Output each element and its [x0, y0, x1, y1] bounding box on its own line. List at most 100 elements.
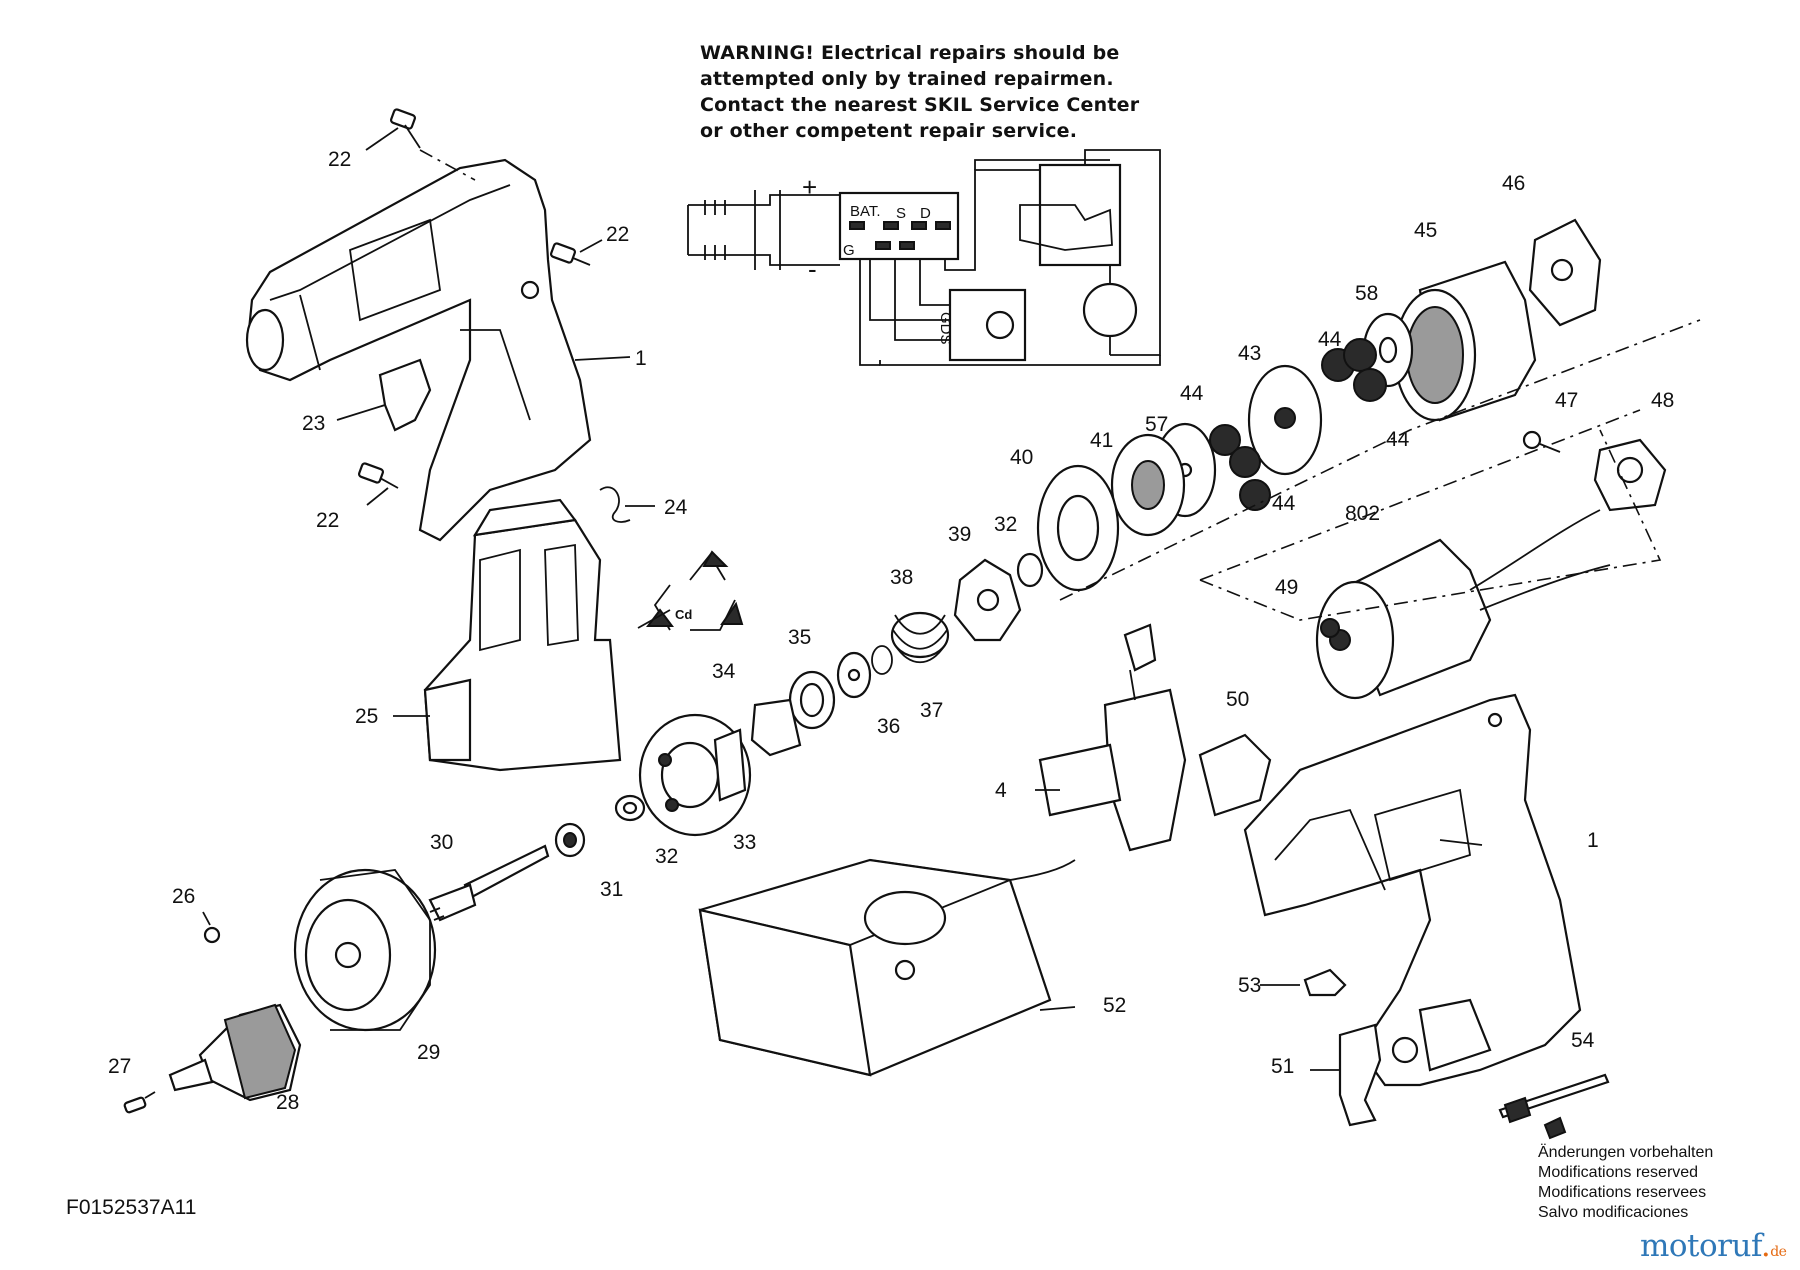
part-label-26: 26 [172, 885, 196, 908]
modifications-line-fr: Modifications reservees [1538, 1184, 1707, 1201]
logo-name: motoruf [1640, 1228, 1761, 1264]
schematic-d-label: D [920, 205, 931, 222]
part-label-31: 31 [600, 878, 624, 901]
part-label-28: 28 [276, 1091, 300, 1114]
part-label-34: 34 [712, 660, 736, 683]
screw-27 [123, 1091, 156, 1114]
part-label-22: 22 [328, 148, 352, 171]
part-label-51: 51 [1271, 1055, 1295, 1078]
logo-tld: de [1770, 1244, 1787, 1260]
part-label-29: 29 [417, 1041, 441, 1064]
pin-54 [1498, 1073, 1610, 1140]
modifications-notice: Änderungen vorbehalten Modifications res… [1538, 1143, 1713, 1223]
part-label-53: 53 [1238, 974, 1262, 997]
part-label-25: 25 [355, 705, 379, 728]
spring-38 [890, 611, 950, 663]
warning-line-4: or other competent repair service. [700, 120, 1078, 142]
bearing-31 [554, 822, 586, 858]
part-label-57: 57 [1145, 413, 1169, 436]
screw-22-bottom [358, 462, 399, 489]
spindle-30 [428, 844, 550, 922]
part-label-22: 22 [316, 509, 340, 532]
shim-34 [750, 698, 802, 757]
part-label-46: 46 [1502, 172, 1526, 195]
motor-can-45 [1393, 260, 1537, 422]
part-label-1: 1 [1587, 829, 1599, 852]
part-label-33: 33 [733, 831, 757, 854]
part-label-30: 30 [430, 831, 454, 854]
modifications-line-en: Modifications reserved [1538, 1164, 1699, 1181]
housing-40 [1036, 464, 1120, 592]
bushing-35 [788, 670, 836, 730]
switch-4 [1038, 623, 1187, 852]
part-label-52: 52 [1103, 994, 1127, 1017]
part-label-35: 35 [788, 626, 812, 649]
wiring-schematic [687, 149, 1161, 366]
part-label-44: 44 [1386, 428, 1410, 451]
plate-39 [953, 558, 1022, 642]
modifications-line-es: Salvo modificaciones [1538, 1204, 1689, 1221]
part-50 [1198, 733, 1272, 817]
modifications-line-de: Änderungen vorbehalten [1538, 1144, 1714, 1161]
part-label-58: 58 [1355, 282, 1379, 305]
schematic-gds-label: GDS [937, 312, 954, 345]
part-label-27: 27 [108, 1055, 132, 1078]
charger-52 [698, 858, 1076, 1077]
pinion-49 [1320, 618, 1340, 638]
washer-32-top [1016, 552, 1044, 588]
clip-53 [1303, 968, 1347, 997]
clip-23 [378, 358, 432, 432]
recycle-symbol [646, 550, 744, 631]
washer-32-bottom [614, 794, 646, 822]
battery-pack-25 [423, 498, 622, 772]
motor-802 [1315, 509, 1611, 700]
part-label-22: 22 [606, 223, 630, 246]
schematic-minus-label: - [808, 254, 817, 284]
part-label-4: 4 [995, 779, 1007, 802]
chuck-sleeve-29 [293, 868, 437, 1032]
schematic-g-label: G [843, 242, 855, 259]
part-label-39: 39 [948, 523, 972, 546]
gear-carrier-43 [1247, 364, 1323, 476]
motoruf-logo[interactable]: motoruf.de [1640, 1228, 1787, 1264]
part-label-43: 43 [1238, 342, 1262, 365]
screw-22-middle [550, 242, 591, 266]
bracket-48 [1593, 438, 1667, 512]
housing-half-right [1243, 693, 1582, 1087]
part-label-24: 24 [664, 496, 688, 519]
part-label-45: 45 [1414, 219, 1438, 242]
part-label-32: 32 [655, 845, 679, 868]
chuck-28 [168, 1003, 302, 1102]
part-label-47: 47 [1555, 389, 1579, 412]
plate-46 [1528, 218, 1602, 327]
warning-line-2: attempted only by trained repairmen. [700, 68, 1114, 90]
part-label-36: 36 [877, 715, 901, 738]
schematic-bat-label: BAT. [850, 203, 881, 220]
warning-notice: WARNING! Electrical repairs should be at… [700, 40, 1160, 144]
washer-36 [836, 651, 872, 699]
part-label-37: 37 [920, 699, 944, 722]
drawing-code: F0152537A11 [66, 1196, 197, 1219]
motor-axis-line [1059, 319, 1701, 601]
housing-half-left [245, 158, 592, 542]
motor-enclosure-line [1199, 409, 1662, 621]
washer-58 [1362, 312, 1414, 388]
part-label-41: 41 [1090, 429, 1114, 452]
part-label-50: 50 [1226, 688, 1250, 711]
part-label-38: 38 [890, 566, 914, 589]
recycle-symbol-text: Cd [675, 607, 693, 622]
part-label-44: 44 [1318, 328, 1342, 351]
clip-51 [1338, 1023, 1382, 1127]
schematic-s-label: S [896, 205, 907, 222]
part-label-44: 44 [1180, 382, 1204, 405]
ring-gear-41 [1110, 433, 1186, 537]
screw-22-top [390, 108, 476, 181]
part-label-49: 49 [1275, 576, 1299, 599]
part-label-40: 40 [1010, 446, 1034, 469]
part-label-32: 32 [994, 513, 1018, 536]
leader-lines [336, 127, 1483, 1071]
clip-37 [871, 645, 893, 675]
warning-line-3: Contact the nearest SKIL Service Center [700, 94, 1140, 116]
